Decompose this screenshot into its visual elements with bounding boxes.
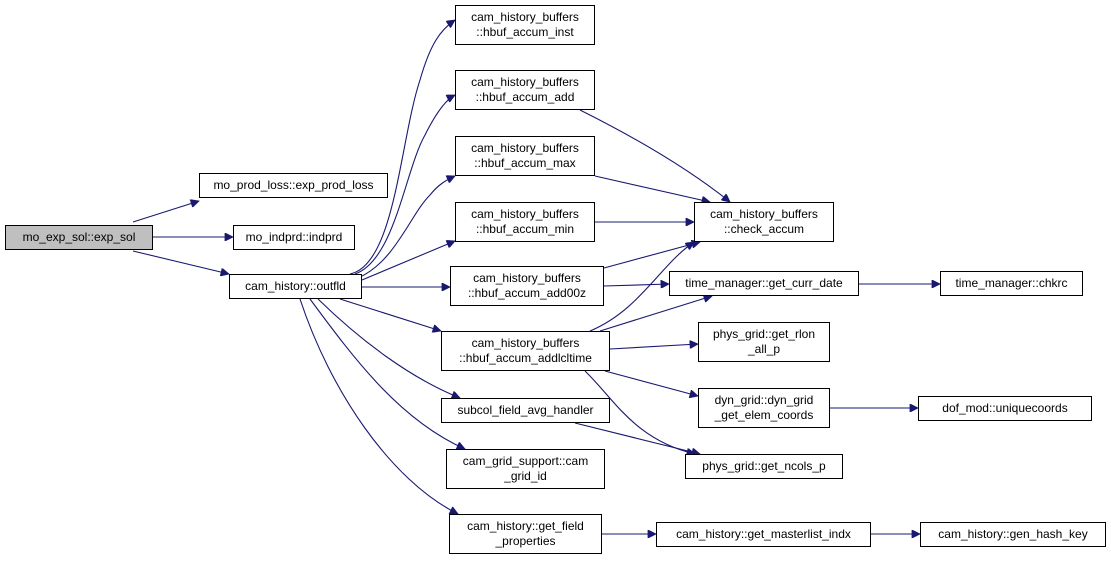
node-chkrc[interactable]: time_manager::chkrc xyxy=(940,271,1083,296)
edge-hbuf-accum-addlcltime-to-dyn-grid xyxy=(604,370,698,396)
node-hbuf-accum-addlcltime[interactable]: cam_history_buffers ::hbuf_accum_addlclt… xyxy=(441,331,610,371)
node-gen-hash-key[interactable]: cam_history::gen_hash_key xyxy=(920,522,1106,547)
edge-outfld-to-hbuf-accum-min xyxy=(361,241,455,281)
node-get-masterlist-indx[interactable]: cam_history::get_masterlist_indx xyxy=(656,522,871,547)
node-check-accum[interactable]: cam_history_buffers ::check_accum xyxy=(694,202,834,242)
node-hbuf-accum-max[interactable]: cam_history_buffers ::hbuf_accum_max xyxy=(455,136,595,176)
node-get-rlon-all-p[interactable]: phys_grid::get_rlon _all_p xyxy=(698,322,830,362)
edge-outfld-to-hbuf-accum-addlcltime xyxy=(339,298,441,331)
edge-hbuf-accum-addlcltime-to-get-curr-date xyxy=(599,296,712,332)
node-exp-sol: mo_exp_sol::exp_sol xyxy=(5,225,153,250)
edge-outfld-to-subcol-field-avg-handler xyxy=(317,298,460,398)
node-hbuf-accum-inst[interactable]: cam_history_buffers ::hbuf_accum_inst xyxy=(455,5,595,45)
node-get-field-properties[interactable]: cam_history::get_field _properties xyxy=(449,514,602,554)
node-hbuf-accum-min[interactable]: cam_history_buffers ::hbuf_accum_min xyxy=(455,202,595,242)
node-cam-grid-id[interactable]: cam_grid_support::cam _grid_id xyxy=(446,449,605,489)
edge-outfld-to-cam-grid-id xyxy=(309,298,465,449)
node-hbuf-accum-add[interactable]: cam_history_buffers ::hbuf_accum_add xyxy=(455,70,595,110)
edge-exp-sol-to-exp-prod-loss xyxy=(132,201,199,223)
edge-subcol-field-avg-handler-to-get-ncols-p xyxy=(574,422,700,454)
node-subcol-field-avg-handler[interactable]: subcol_field_avg_handler xyxy=(441,398,610,423)
node-outfld[interactable]: cam_history::outfld xyxy=(229,274,362,299)
edge-hbuf-accum-add00z-to-check-accum xyxy=(603,242,700,269)
node-uniquecoords[interactable]: dof_mod::uniquecoords xyxy=(918,396,1092,421)
edge-outfld-to-hbuf-accum-inst xyxy=(349,20,455,275)
node-exp-prod-loss[interactable]: mo_prod_loss::exp_prod_loss xyxy=(199,173,388,198)
node-indprd[interactable]: mo_indprd::indprd xyxy=(233,225,355,250)
edge-outfld-to-hbuf-accum-max xyxy=(357,176,455,279)
edge-hbuf-accum-add-to-check-accum xyxy=(579,109,730,202)
edge-exp-sol-to-outfld xyxy=(132,250,229,274)
node-get-ncols-p[interactable]: phys_grid::get_ncols_p xyxy=(685,454,843,479)
node-hbuf-accum-add00z[interactable]: cam_history_buffers ::hbuf_accum_add00z xyxy=(450,266,604,306)
node-get-curr-date[interactable]: time_manager::get_curr_date xyxy=(669,271,859,296)
edge-outfld-to-hbuf-accum-add xyxy=(354,94,455,275)
edge-outfld-to-get-field-properties xyxy=(299,298,458,515)
node-dyn-grid-get-elem-coords[interactable]: dyn_grid::dyn_grid _get_elem_coords xyxy=(698,388,830,428)
edge-hbuf-accum-max-to-check-accum xyxy=(594,175,710,202)
edge-hbuf-accum-add00z-to-get-curr-date xyxy=(603,284,669,286)
edge-hbuf-accum-addlcltime-to-get-rlon-all-p xyxy=(609,344,698,350)
edge-hbuf-accum-addlcltime-to-check-accum xyxy=(589,242,694,332)
